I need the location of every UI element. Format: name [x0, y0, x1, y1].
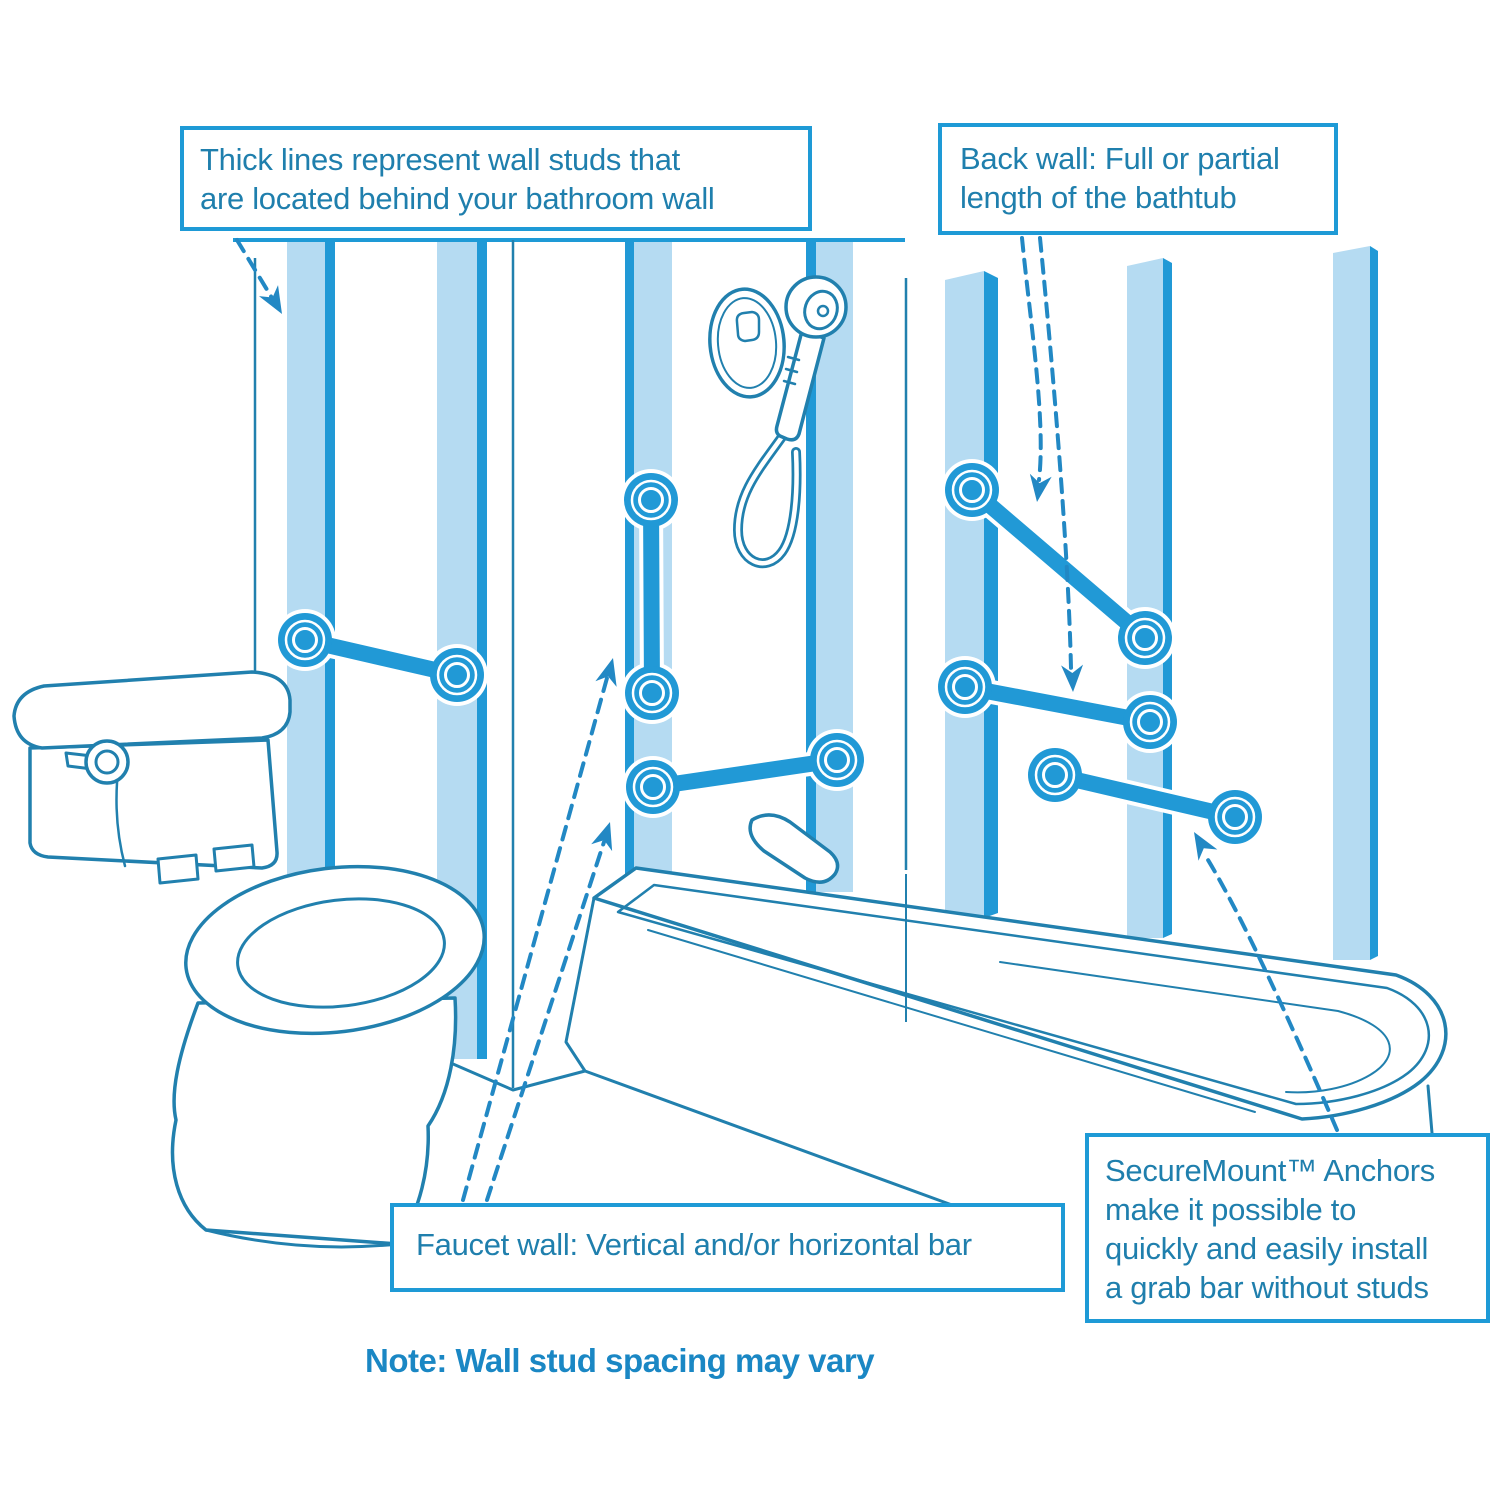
arrowhead — [591, 822, 613, 852]
bathtub-front-inner-line — [647, 929, 1256, 1113]
seat-hinge — [212, 843, 256, 873]
callout-text-line: length of the bathtub — [960, 180, 1237, 215]
bathtub-rim-inner — [616, 883, 1431, 1106]
wall-stud — [945, 271, 984, 918]
arrow-thick-lines — [235, 238, 274, 300]
shower-wall-plate-inner — [716, 297, 778, 389]
callout-back-wall: Back wall: Full or partial length of the… — [938, 123, 1338, 235]
toilet-base-bottom — [204, 1228, 400, 1249]
wall-stud — [1333, 246, 1370, 960]
toilet — [12, 670, 486, 1249]
wall-stud-edge — [477, 242, 487, 1059]
shower-head-face — [803, 289, 839, 331]
bathtub-apron-edge — [564, 896, 954, 1207]
wall-stud-edge — [806, 242, 816, 892]
grab-bar-angled — [941, 459, 1176, 669]
arrow-back-wall-2 — [1038, 236, 1073, 670]
wall-stud — [1127, 258, 1163, 938]
seat-hinge — [156, 853, 200, 885]
shower-handle — [774, 329, 826, 442]
callout-text-line: SecureMount™ Anchors — [1105, 1153, 1436, 1188]
walls — [233, 238, 908, 1092]
grab-bars — [274, 459, 1266, 848]
pointer-arrows — [235, 236, 1339, 1202]
callout-faucet-wall: Faucet wall: Vertical and/or horizontal … — [390, 1203, 1065, 1292]
grab-bar-horizontal — [622, 729, 868, 818]
arrow-faucet-wall-2 — [485, 840, 606, 1202]
bathtub-right-side — [1426, 1084, 1434, 1135]
callout-text-line: Thick lines represent wall studs that — [200, 142, 680, 177]
callout-securemount: SecureMount™ Anchors make it possible to… — [1085, 1133, 1490, 1323]
wall-stud-edge — [1370, 246, 1378, 960]
arrowhead — [595, 658, 617, 687]
arrow-securemount — [1203, 853, 1339, 1132]
callout-text-line: are located behind your bathroom wall — [200, 181, 715, 216]
toilet-seat-inner — [236, 897, 446, 1009]
tub-spout-body — [748, 813, 840, 884]
handheld-shower — [708, 275, 848, 568]
bathtub-basin-edge — [999, 961, 1391, 1094]
shower-head-nozzle — [816, 304, 830, 318]
callout-text-line: Faucet wall: Vertical and/or horizontal … — [416, 1227, 972, 1262]
wall-stud-edge — [625, 242, 634, 1048]
callout-text-line: Back wall: Full or partial — [960, 141, 1280, 176]
callout-thick-lines: Thick lines represent wall studs that ar… — [180, 126, 812, 231]
arrow-faucet-wall-1 — [461, 676, 609, 1202]
arrowhead — [258, 285, 282, 314]
shower-wall-plate — [708, 287, 786, 399]
toilet-tank-lid — [12, 670, 292, 750]
arrowhead — [1194, 832, 1218, 861]
grab-bar-toilet-wall — [274, 609, 488, 706]
grab-bar-securemount — [1024, 744, 1266, 848]
callout-text-line: a grab bar without studs — [1105, 1270, 1429, 1305]
wall-stud-edge — [1163, 258, 1172, 938]
flush-handle-inner — [94, 749, 120, 775]
shower-bracket — [735, 310, 761, 343]
flush-handle — [84, 739, 130, 785]
callout-text-line: quickly and easily install — [1105, 1231, 1429, 1266]
arrowhead — [1061, 664, 1084, 692]
shower-handle-buttons — [782, 355, 801, 386]
arrow-back-wall-1 — [1020, 236, 1043, 482]
bathtub-rim-outer — [592, 866, 1448, 1121]
grab-bar-back-wall — [934, 656, 1181, 753]
arrowhead — [1029, 473, 1052, 502]
shower-hose — [735, 427, 799, 566]
grab-bar-vertical — [620, 469, 683, 724]
wall-stud-edge — [984, 271, 998, 918]
tub-spout — [748, 813, 840, 884]
callout-text-line: make it possible to — [1105, 1192, 1357, 1227]
note-text: Note: Wall stud spacing may vary — [365, 1342, 875, 1379]
